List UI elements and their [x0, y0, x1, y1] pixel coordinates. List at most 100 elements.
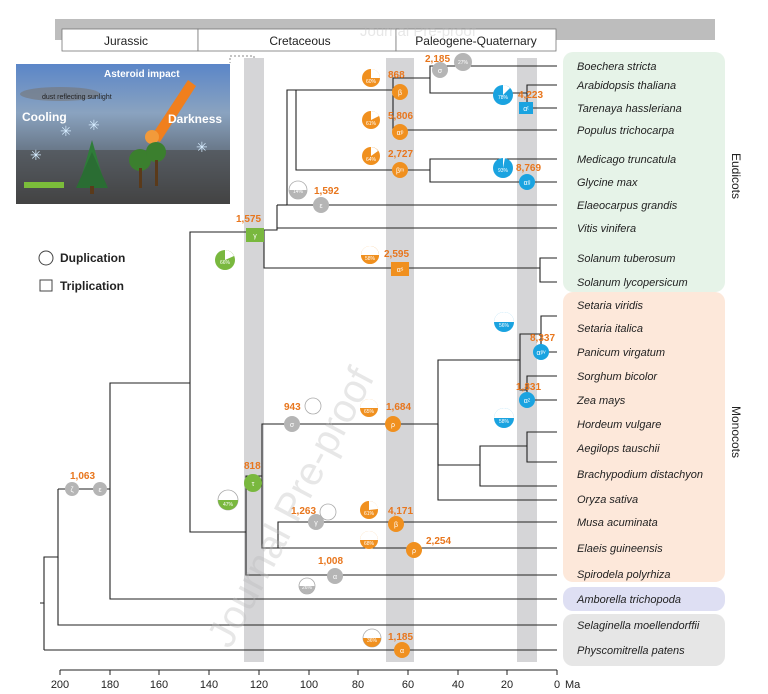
svg-text:α: α: [333, 574, 337, 581]
amborella-box: [563, 587, 725, 611]
svg-text:61%: 61%: [364, 511, 375, 517]
svg-text:66%: 66%: [220, 260, 231, 266]
era-cretaceous: Cretaceous: [269, 34, 330, 48]
svg-text:αᵖ: αᵖ: [397, 130, 404, 137]
svg-text:943: 943: [284, 402, 301, 413]
svg-text:180: 180: [101, 679, 119, 691]
era-paleogene: Paleogene-Quaternary: [415, 34, 536, 48]
inset-pointer: [229, 55, 255, 63]
monocots-box: [563, 292, 725, 582]
svg-text:βᵐ: βᵐ: [396, 168, 404, 175]
time-band-1: [244, 58, 264, 662]
species-label: Sorghum bicolor: [577, 371, 658, 383]
svg-text:868: 868: [388, 70, 405, 81]
event-alpha-phys: [394, 642, 410, 658]
era-jurassic: Jurassic: [104, 34, 148, 48]
svg-text:α: α: [400, 648, 404, 655]
svg-text:γ: γ: [253, 233, 257, 240]
species-labels: Boechera stricta Arabidopsis thaliana Ta…: [576, 61, 703, 657]
era-box-paleogene: [395, 28, 557, 52]
clade-eudicots: Eudicots: [729, 153, 743, 199]
event-sigma: [432, 62, 448, 78]
svg-text:ρ: ρ: [412, 548, 416, 555]
svg-text:2,254: 2,254: [426, 536, 451, 547]
event-alpha-s: [391, 262, 409, 276]
svg-text:ε: ε: [319, 203, 322, 210]
svg-text:1,185: 1,185: [388, 632, 413, 643]
legend-triplication: Triplication: [60, 279, 124, 293]
species-label: Solanum lycopersicum: [577, 277, 688, 289]
inset-asteroid: Asteroid impact: [104, 69, 180, 80]
inset-cooling: Cooling: [22, 110, 67, 124]
event-epsilon-root: [93, 482, 107, 496]
species-label: Oryza sativa: [577, 494, 638, 506]
svg-text:36%: 36%: [367, 638, 378, 644]
species-label: Selaginella moellendorffii: [577, 620, 700, 632]
svg-text:78%: 78%: [498, 95, 509, 101]
event-zeta: [65, 482, 79, 496]
species-label: Tarenaya hassleriana: [577, 103, 682, 115]
time-axis: 200 180 160 140 120 100 80 60 40 20 0 Ma: [51, 669, 581, 691]
snowflake-icon: ✳: [30, 147, 42, 163]
snowflake-icon: ✳: [196, 139, 208, 155]
event-alpha-t: [519, 102, 533, 114]
svg-text:61%: 61%: [366, 121, 377, 127]
svg-text:47%: 47%: [223, 502, 234, 508]
inset-dust: dust reflecting sunlight: [42, 94, 112, 101]
svg-text:1,592: 1,592: [314, 186, 339, 197]
palm-icon: [129, 149, 151, 171]
species-label: Vitis vinifera: [577, 223, 636, 235]
svg-text:100: 100: [300, 679, 318, 691]
svg-text:1,831: 1,831: [516, 382, 541, 393]
species-label: Arabidopsis thaliana: [576, 80, 676, 92]
time-band-3: [517, 58, 537, 662]
species-label: Glycine max: [577, 177, 638, 189]
svg-text:58%: 58%: [365, 256, 376, 262]
species-label: Elaeis guineensis: [577, 543, 663, 555]
svg-text:4,171: 4,171: [388, 506, 413, 517]
event-rho-elaeis: [406, 542, 422, 558]
svg-text:β: β: [394, 522, 398, 529]
svg-text:17%: 17%: [323, 510, 334, 516]
outgroup-box: [563, 614, 725, 666]
svg-text:68%: 68%: [364, 541, 375, 547]
svg-text:26%: 26%: [302, 585, 313, 591]
svg-text:1,263: 1,263: [291, 506, 316, 517]
svg-text:20: 20: [501, 679, 513, 691]
snowflake-icon: ✳: [88, 117, 100, 133]
svg-text:σ: σ: [438, 68, 443, 75]
event-gamma: [246, 228, 264, 242]
species-label: Panicum virgatum: [577, 347, 665, 359]
species-label: Medicago truncatula: [577, 154, 676, 166]
asteroid-icon: [150, 80, 196, 142]
svg-text:1,684: 1,684: [386, 402, 411, 413]
legend-duplication: Duplication: [60, 251, 125, 265]
species-label: Amborella trichopoda: [576, 594, 681, 606]
svg-text:27%: 27%: [458, 60, 469, 66]
event-alpha-beta-musa: [388, 516, 404, 532]
svg-text:0: 0: [554, 679, 560, 691]
species-label: Solanum tuberosum: [577, 253, 675, 265]
svg-text:αᶻ: αᶻ: [524, 398, 531, 405]
svg-text:αˢ: αˢ: [397, 267, 404, 274]
species-label: Spirodela polyrhiza: [577, 569, 671, 581]
event-gamma-musa: [308, 514, 324, 530]
species-label: Boechera stricta: [577, 61, 656, 73]
svg-text:5,806: 5,806: [388, 111, 413, 122]
svg-text:40: 40: [452, 679, 464, 691]
eudicots-box: [563, 52, 725, 292]
svg-text:γ: γ: [314, 520, 318, 527]
svg-text:τ: τ: [252, 481, 255, 488]
svg-text:αᵗ: αᵗ: [523, 106, 529, 113]
svg-text:93%: 93%: [498, 168, 509, 174]
svg-text:160: 160: [150, 679, 168, 691]
svg-text:60%: 60%: [366, 79, 377, 85]
svg-text:2,595: 2,595: [384, 249, 409, 260]
asteroid-inset: Asteroid impact dust reflecting sunlight…: [16, 64, 230, 204]
svg-text:140: 140: [200, 679, 218, 691]
event-alpha-g: [519, 174, 535, 190]
svg-text:34%: 34%: [308, 404, 319, 410]
event-alpha-eg: [327, 568, 343, 584]
svg-text:ζ: ζ: [70, 487, 73, 494]
